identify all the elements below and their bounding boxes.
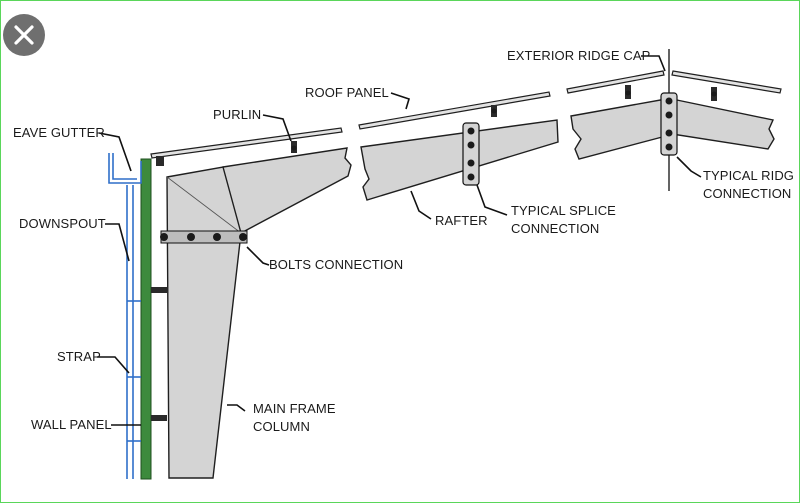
wall-girts	[151, 287, 167, 421]
purlins	[156, 85, 717, 166]
label-purlin: PURLIN	[213, 107, 261, 122]
close-button[interactable]	[3, 14, 45, 56]
roof-panels	[150, 70, 782, 159]
label-main-frame-line2: COLUMN	[253, 419, 310, 434]
wall-panel	[140, 158, 152, 480]
label-wall-panel: WALL PANEL	[31, 417, 112, 432]
label-roof-panel: ROOF PANEL	[305, 85, 389, 100]
bolts-connection	[160, 230, 248, 244]
rafters	[222, 98, 775, 234]
close-icon	[14, 25, 34, 45]
eave-gutter	[108, 153, 142, 184]
label-eave-gutter: EAVE GUTTER	[13, 125, 105, 140]
main-frame-column	[166, 166, 242, 479]
label-downspout: DOWNSPOUT	[19, 216, 106, 231]
label-typical-ridge-line1: TYPICAL RIDG	[703, 168, 794, 183]
label-rafter: RAFTER	[435, 213, 488, 228]
typical-ridge-connection	[660, 49, 678, 191]
label-strap: STRAP	[57, 349, 101, 364]
typical-splice-connection	[462, 122, 480, 186]
label-bolts-connection: BOLTS CONNECTION	[269, 257, 403, 272]
label-typical-ridge-line2: CONNECTION	[703, 186, 791, 201]
label-main-frame-line1: MAIN FRAME	[253, 401, 336, 416]
labels: EXTERIOR RIDGE CAP ROOF PANEL PURLIN EAV…	[13, 48, 794, 434]
label-exterior-ridge-cap: EXTERIOR RIDGE CAP	[507, 48, 650, 63]
downspout	[126, 185, 141, 479]
label-typical-splice-line2: CONNECTION	[511, 221, 599, 236]
leader-lines	[97, 55, 702, 426]
label-typical-splice-line1: TYPICAL SPLICE	[511, 203, 616, 218]
